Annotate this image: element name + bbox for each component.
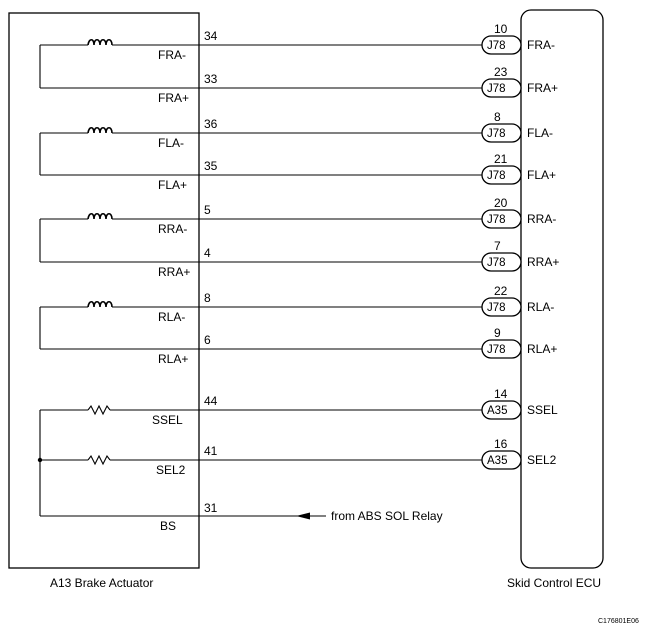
ecu-signal-label: RRA+ — [527, 255, 559, 269]
actuator-signal-label: FRA+ — [158, 91, 189, 105]
connector-label: J78 — [487, 214, 506, 226]
actuator-signal-label: RRA+ — [158, 265, 190, 279]
ecu-signal-label: SEL2 — [527, 453, 557, 467]
arrow-left-icon — [296, 512, 310, 520]
skid-control-ecu-box — [520, 9, 604, 569]
ecu-signal-label: RLA+ — [527, 342, 557, 356]
ecu-pin: 7 — [494, 239, 501, 253]
ecu-pin: 10 — [494, 22, 508, 36]
connector-j78: J78 — [481, 123, 522, 143]
ecu-signal-label: RRA- — [527, 212, 556, 226]
actuator-signal-label: FRA- — [158, 48, 186, 62]
connector-label: J78 — [487, 302, 506, 314]
actuator-pin: 36 — [204, 117, 218, 131]
ecu-pin: 8 — [494, 110, 501, 124]
ecu-signal-label: FRA+ — [527, 81, 558, 95]
connector-j78: J78 — [481, 165, 522, 185]
connector-label: J78 — [487, 40, 506, 52]
ecu-signal-label: SSEL — [527, 403, 558, 417]
ecu-signal-label: FLA- — [527, 126, 553, 140]
connector-label: J78 — [487, 83, 506, 95]
junction-dot — [37, 457, 43, 463]
actuator-signal-label: SSEL — [152, 413, 183, 427]
brake-actuator-label: A13 Brake Actuator — [50, 576, 153, 590]
actuator-pin: 33 — [204, 72, 218, 86]
connector-j78: J78 — [481, 339, 522, 359]
connector-j78: J78 — [481, 209, 522, 229]
coil-icon — [87, 38, 113, 46]
bs-annotation: from ABS SOL Relay — [331, 509, 443, 523]
ecu-pin: 20 — [494, 196, 508, 210]
actuator-signal-label: SEL2 — [156, 463, 186, 477]
bs-line: 31 BS from ABS SOL Relay — [40, 501, 443, 533]
skid-control-ecu-label: Skid Control ECU — [507, 576, 601, 590]
bs-actuator-pin: 31 — [204, 501, 218, 515]
ecu-pin: 21 — [494, 152, 508, 166]
actuator-signal-label: RRA- — [158, 222, 187, 236]
connector-j78: J78 — [481, 297, 522, 317]
ecu-pin: 9 — [494, 326, 501, 340]
brake-actuator-box — [8, 12, 200, 569]
actuator-signal-label: RLA- — [158, 310, 185, 324]
actuator-pin: 35 — [204, 159, 218, 173]
actuator-pin: 44 — [204, 394, 218, 408]
connector-a35: A35 — [481, 400, 522, 420]
connector-label: J78 — [487, 344, 506, 356]
actuator-pin: 34 — [204, 29, 218, 43]
ecu-signal-label: FRA- — [527, 38, 555, 52]
ecu-pin: 22 — [494, 284, 508, 298]
connector-a35: A35 — [481, 450, 522, 470]
bs-signal-label: BS — [160, 519, 176, 533]
connector-j78: J78 — [481, 252, 522, 272]
actuator-signal-label: FLA+ — [158, 178, 187, 192]
connector-label: A35 — [487, 405, 507, 417]
actuator-pin: 6 — [204, 333, 211, 347]
actuator-signal-label: RLA+ — [158, 352, 188, 366]
ecu-pin: 16 — [494, 437, 508, 451]
ecu-signal-label: RLA- — [527, 300, 554, 314]
figure-code: C176801E06 — [598, 618, 639, 625]
actuator-pin: 41 — [204, 444, 218, 458]
connector-label: J78 — [487, 128, 506, 140]
ecu-pin: 14 — [494, 387, 508, 401]
ecu-pin: 23 — [494, 65, 508, 79]
connector-j78: J78 — [481, 35, 522, 55]
resistor-icon — [87, 404, 111, 416]
actuator-pin: 4 — [204, 246, 211, 260]
connector-j78: J78 — [481, 78, 522, 98]
connector-label: J78 — [487, 257, 506, 269]
resistor-icon — [87, 454, 111, 466]
coil-icon — [87, 300, 113, 308]
actuator-pin: 5 — [204, 203, 211, 217]
connector-label: J78 — [487, 170, 506, 182]
coil-icon — [87, 126, 113, 134]
actuator-signal-label: FLA- — [158, 136, 184, 150]
ecu-signal-label: FLA+ — [527, 168, 556, 182]
connector-label: A35 — [487, 455, 507, 467]
actuator-pin: 8 — [204, 291, 211, 305]
coil-icon — [87, 212, 113, 220]
